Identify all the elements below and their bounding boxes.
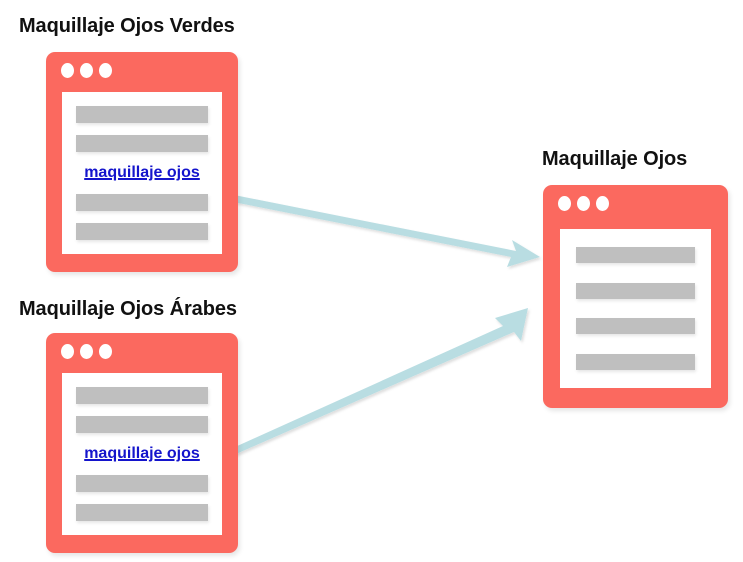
content-bar — [576, 282, 695, 299]
target-card-title: Maquillaje Ojos — [542, 148, 688, 170]
window-controls-target — [558, 196, 609, 211]
page-body-verdes: maquillaje ojos — [62, 92, 222, 254]
content-bar — [576, 318, 695, 335]
window-dot-icon[interactable] — [577, 196, 590, 211]
content-bar — [76, 387, 208, 404]
window-controls-verdes — [61, 63, 112, 78]
window-controls-arabes — [61, 344, 112, 359]
anchor-link-row: maquillaje ojos — [76, 164, 208, 182]
anchor-link-maquillaje-ojos[interactable]: maquillaje ojos — [84, 445, 200, 462]
window-dot-icon[interactable] — [61, 344, 74, 359]
source-card-title-verdes: Maquillaje Ojos Verdes — [19, 15, 235, 37]
content-bar — [76, 223, 208, 240]
window-dot-icon[interactable] — [596, 196, 609, 211]
browser-card-target[interactable] — [543, 185, 728, 408]
content-bar — [76, 504, 208, 521]
window-dot-icon[interactable] — [558, 196, 571, 211]
arrow-arabes-to-target — [224, 308, 528, 458]
browser-card-verdes[interactable]: maquillaje ojos — [46, 52, 238, 272]
content-bar — [76, 135, 208, 152]
content-bar — [76, 194, 208, 211]
anchor-link-row: maquillaje ojos — [76, 445, 208, 463]
browser-card-arabes[interactable]: maquillaje ojos — [46, 333, 238, 553]
page-body-arabes: maquillaje ojos — [62, 373, 222, 535]
anchor-link-maquillaje-ojos[interactable]: maquillaje ojos — [84, 164, 200, 181]
content-bar — [76, 416, 208, 433]
window-dot-icon[interactable] — [99, 344, 112, 359]
window-dot-icon[interactable] — [80, 63, 93, 78]
source-card-title-arabes: Maquillaje Ojos Árabes — [19, 298, 237, 320]
window-dot-icon[interactable] — [80, 344, 93, 359]
content-bar — [576, 247, 695, 263]
arrow-verdes-to-target — [203, 189, 540, 267]
page-body-target — [560, 229, 711, 388]
content-bar — [76, 106, 208, 123]
content-bar — [76, 475, 208, 492]
content-bar — [576, 353, 695, 370]
window-dot-icon[interactable] — [61, 63, 74, 78]
window-dot-icon[interactable] — [99, 63, 112, 78]
